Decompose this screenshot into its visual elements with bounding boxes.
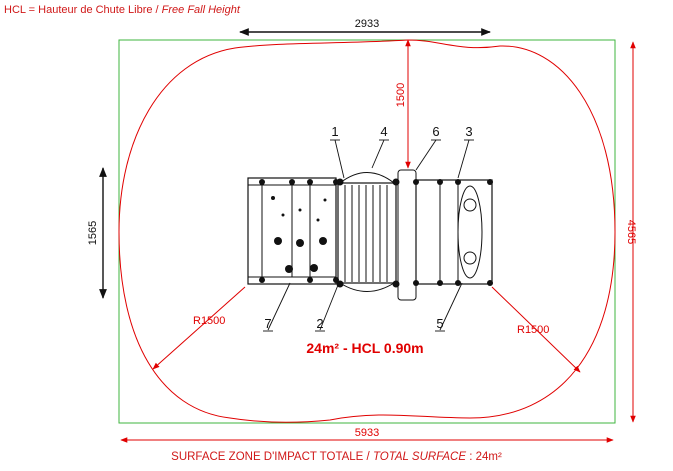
part-label-6: 6 (432, 124, 439, 139)
right-radius-line (491, 286, 581, 373)
total-surface-caption: SURFACE ZONE D'IMPACT TOTALE / TOTAL SUR… (0, 451, 673, 463)
part-label-3: 3 (465, 124, 472, 139)
play-equipment (247, 169, 493, 301)
part-label-7: 7 (264, 316, 271, 331)
right-height-label: 4565 (625, 220, 637, 244)
part-label-4: 4 (380, 124, 387, 139)
left-height-label: 1565 (87, 221, 99, 245)
hcl-legend-note: HCL = Hauteur de Chute Libre / Free Fall… (4, 4, 240, 16)
right-radius-label: R1500 (517, 324, 549, 336)
hcl-legend-prefix: HCL = Hauteur de Chute Libre / (4, 4, 162, 16)
part-callouts (263, 139, 474, 332)
total-surface-boundary (118, 39, 616, 424)
hcl-legend-italic: Free Fall Height (161, 4, 240, 16)
part-label-1: 1 (331, 124, 338, 139)
caption-italic: TOTAL SURFACE (372, 451, 467, 463)
caption-prefix: SURFACE ZONE D'IMPACT TOTALE / (171, 451, 373, 463)
surface-hcl-headline: 24m² - HCL 0.90m (306, 340, 424, 356)
left-radius-line (152, 286, 246, 370)
bottom-width-label: 5933 (355, 427, 379, 439)
part-label-2: 2 (316, 316, 323, 331)
caption-suffix: : 24m² (466, 451, 502, 463)
part-label-5: 5 (436, 316, 443, 331)
impact-zone-outline (118, 39, 616, 423)
top-depth-label: 1500 (395, 83, 407, 107)
left-radius-label: R1500 (193, 315, 225, 327)
top-width-label: 2933 (355, 18, 379, 30)
